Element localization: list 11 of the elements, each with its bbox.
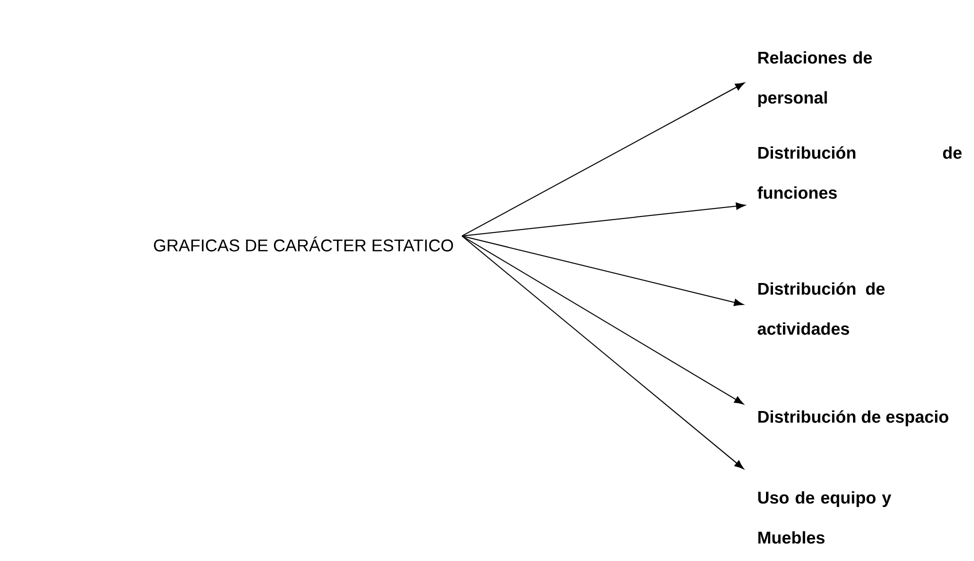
- arrow: [462, 202, 746, 236]
- arrow: [462, 236, 744, 470]
- branch-text: Distribución de actividades: [758, 282, 885, 335]
- arrow: [462, 236, 744, 306]
- branch-text: Uso de equipo y Muebles: [758, 491, 892, 544]
- branch-text: Distribución de funciones: [758, 146, 962, 199]
- heading-text: GRAFICAS DE CARÁCTER ESTATICO: [154, 236, 453, 252]
- branch-text: Relaciones de personal: [758, 51, 872, 108]
- arrow: [462, 82, 745, 236]
- branch-text: Distribución de espacio: [758, 410, 948, 426]
- arrow: [462, 236, 744, 404]
